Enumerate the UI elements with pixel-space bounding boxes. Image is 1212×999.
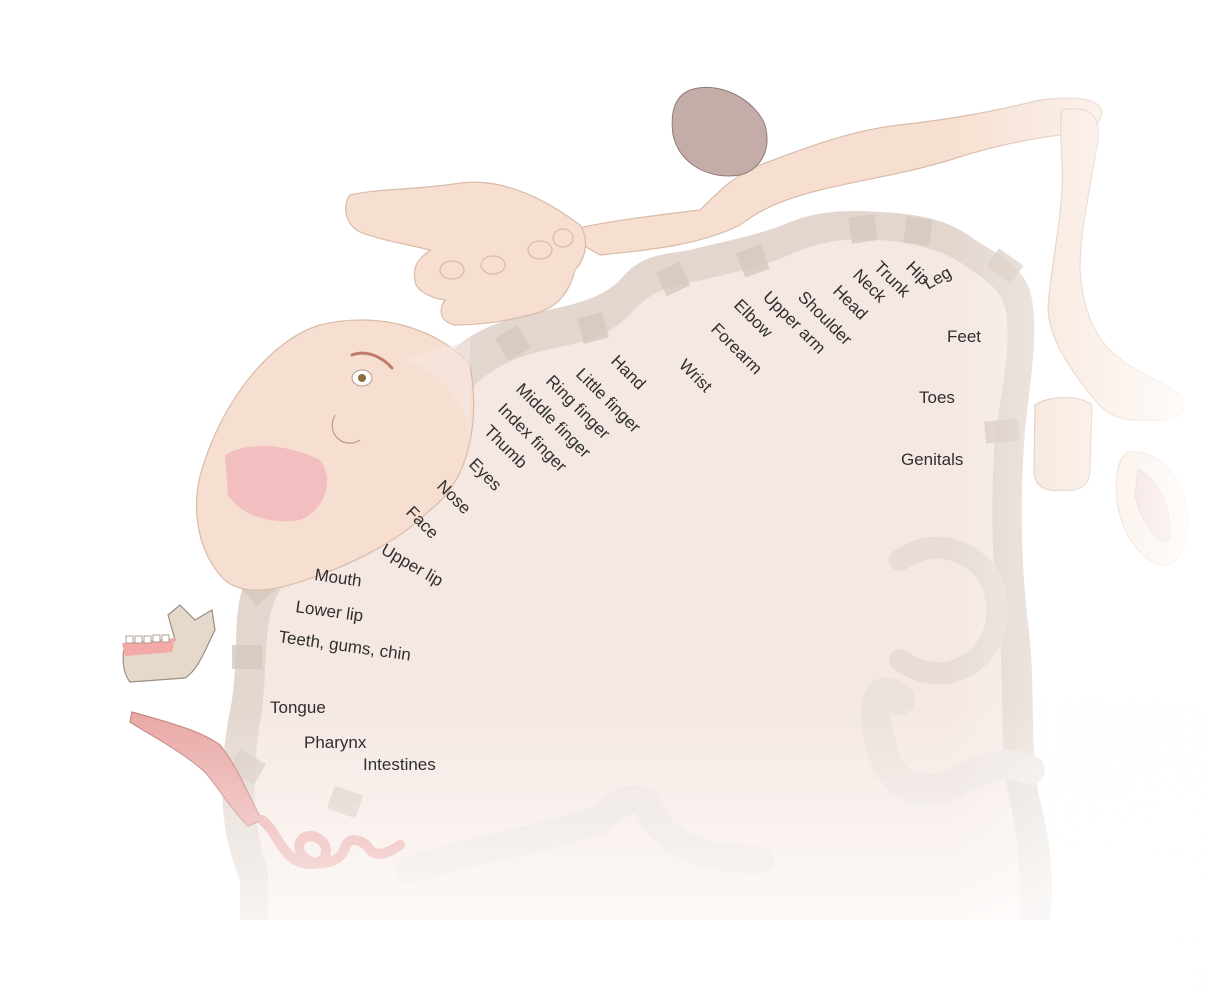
label-toes: Toes	[919, 388, 955, 407]
label-tongue: Tongue	[270, 698, 326, 717]
label-intestines: Intestines	[363, 755, 436, 774]
label-feet: Feet	[947, 327, 981, 346]
label-pharynx: Pharynx	[304, 733, 367, 752]
label-genitals: Genitals	[901, 450, 963, 469]
